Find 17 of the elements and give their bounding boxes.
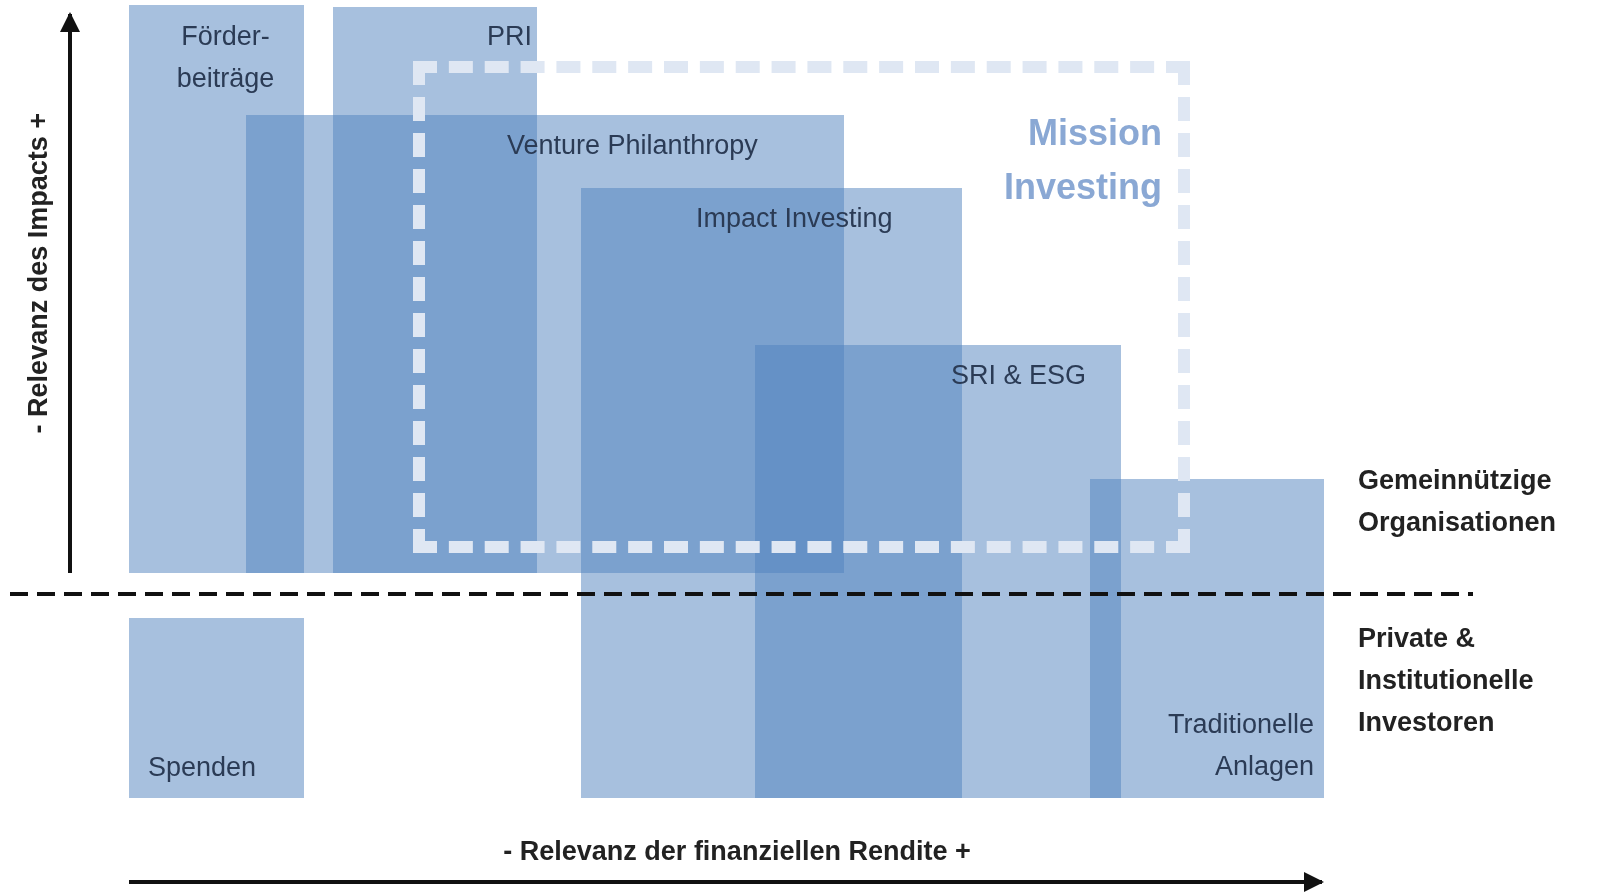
category-box [1090,479,1324,798]
category-box [755,345,1121,798]
axis-title: - Relevanz des Impacts + [22,113,54,434]
group-label: Gemeinnützige Organisationen [1358,464,1558,539]
box-label: Förder- beiträge [175,20,276,95]
dashed-frame [413,61,1190,553]
category-box [129,5,304,573]
category-box [129,618,304,798]
frame-title: Mission Investing [1002,111,1162,209]
axis-title: - Relevanz der finanziellen Rendite + [502,835,972,868]
group-label: Private & Institutionelle Investoren [1358,622,1535,739]
box-label: PRI [486,20,532,53]
box-label: Impact Investing [696,202,894,235]
box-label: SRI & ESG [951,359,1088,392]
box-label: Traditionelle Anlagen [1166,708,1314,783]
box-label: Spenden [148,751,258,784]
box-label: Venture Philanthropy [507,129,759,162]
